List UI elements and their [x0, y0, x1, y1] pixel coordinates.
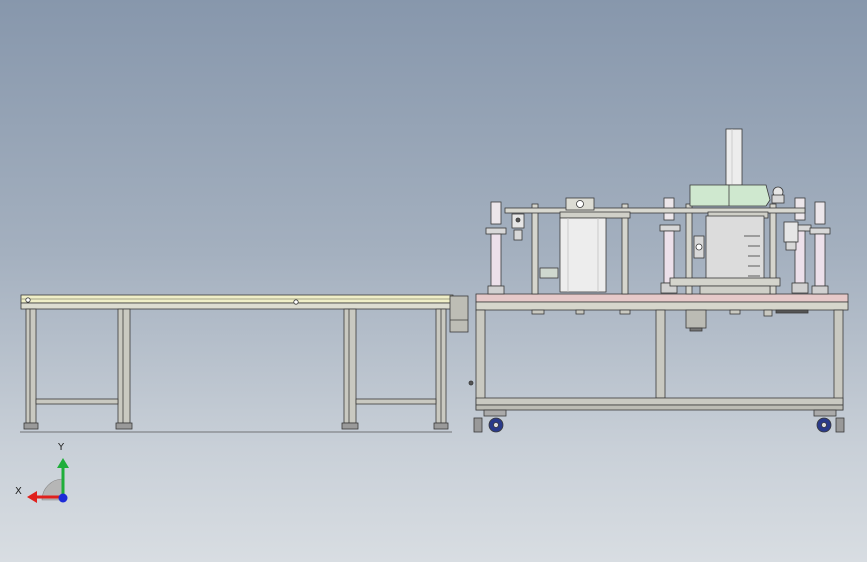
conveyor-crossbar-right	[355, 398, 437, 405]
table-leg-left	[475, 309, 486, 411]
guide-cylinder-1	[485, 201, 507, 295]
table-leg-mid	[655, 309, 666, 399]
conveyor-roller-left	[25, 297, 31, 303]
table-leg-right	[833, 309, 844, 411]
main-table	[473, 293, 849, 433]
conveyor-leg-3	[343, 308, 357, 424]
conveyor-leg-1	[25, 308, 37, 424]
guide-cylinder-4	[809, 201, 831, 295]
conveyor-leg-2	[117, 308, 131, 424]
film-drum	[559, 217, 607, 293]
conveyor-crossbar-left	[35, 398, 119, 405]
conveyor-fastener	[293, 299, 299, 305]
press-body	[705, 215, 765, 287]
caster-right	[813, 409, 845, 433]
table-top	[475, 293, 849, 303]
caster-left	[473, 409, 507, 433]
upper-mechanism	[485, 128, 831, 295]
upper-rail	[504, 207, 806, 214]
x-axis-label: X	[15, 486, 22, 497]
drive-motor-box	[449, 295, 469, 333]
table-lower-frame	[475, 397, 844, 406]
y-axis-label: Y	[58, 442, 65, 453]
left-conveyor	[20, 294, 454, 433]
carriage	[669, 277, 781, 287]
main-column	[725, 128, 743, 186]
axis-triad	[27, 458, 69, 503]
press-head	[689, 184, 771, 207]
z-axis-dot	[58, 493, 68, 503]
